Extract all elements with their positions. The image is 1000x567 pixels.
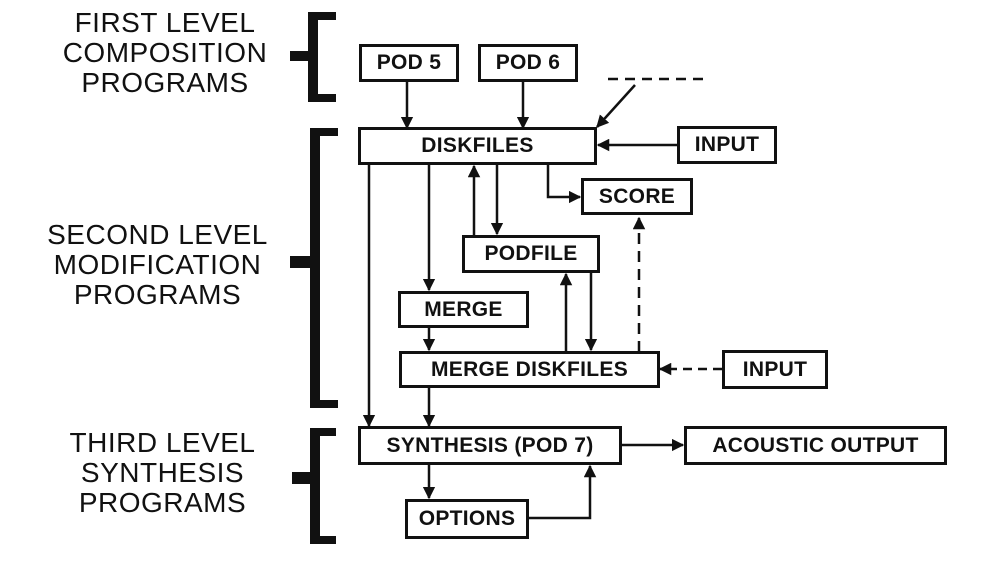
node-label: SCORE [598,184,676,208]
level-label-second: SECOND LEVEL MODIFICATION PROGRAMS [30,220,285,310]
node-input-bottom: INPUT [722,350,828,389]
level-label-line: PROGRAMS [81,67,249,98]
edge-diskfiles-score [546,164,582,204]
node-label: POD 6 [495,51,561,74]
level-label-line: SECOND LEVEL [47,219,268,250]
node-diskfiles: DISKFILES [358,127,597,165]
level-label-line: PROGRAMS [73,279,242,310]
node-options: OPTIONS [405,499,529,539]
node-acoustic-output: ACOUSTIC OUTPUT [684,426,947,465]
level-label-line: MODIFICATION [53,249,262,280]
node-label: PODFILE [484,242,578,265]
node-label: MERGE [424,297,503,321]
edge-options-synthesis [528,464,597,520]
node-score: SCORE [581,178,693,215]
node-label: POD 5 [376,51,442,74]
bracket-first-level [290,12,336,102]
node-merge-diskfiles: MERGE DISKFILES [399,351,660,388]
node-label: INPUT [694,133,760,156]
node-label: MERGE DISKFILES [430,357,629,381]
level-label-third: THIRD LEVEL SYNTHESIS PROGRAMS [50,428,275,518]
node-synthesis: SYNTHESIS (POD 7) [358,426,622,465]
node-input-top: INPUT [677,126,777,164]
level-label-first: FIRST LEVEL COMPOSITION PROGRAMS [55,8,275,98]
node-label: SYNTHESIS (POD 7) [386,433,594,457]
bracket-third-level [292,428,336,544]
node-pod6: POD 6 [478,44,578,82]
level-label-line: COMPOSITION [62,37,268,68]
node-label: OPTIONS [418,507,516,530]
node-label: ACOUSTIC OUTPUT [712,433,919,457]
node-pod5: POD 5 [359,44,459,82]
level-label-line: PROGRAMS [78,487,247,518]
edge-external-diskfiles [596,84,636,128]
bracket-second-level [290,128,338,408]
node-merge: MERGE [398,291,529,328]
node-label: INPUT [742,357,808,381]
node-podfile: PODFILE [462,235,600,273]
node-label: DISKFILES [421,134,534,157]
level-label-line: THIRD LEVEL [69,427,256,458]
level-label-line: SYNTHESIS [80,457,245,488]
level-label-line: FIRST LEVEL [74,7,256,38]
